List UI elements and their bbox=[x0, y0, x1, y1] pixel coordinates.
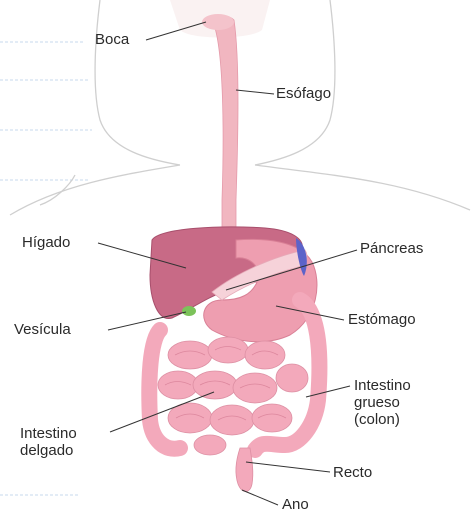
label-intestino-delgado: Intestino delgado bbox=[20, 425, 77, 459]
label-estomago: Estómago bbox=[348, 311, 416, 328]
leader-vesicula bbox=[108, 312, 186, 330]
gallbladder bbox=[182, 306, 196, 316]
label-recto: Recto bbox=[333, 464, 372, 481]
label-higado: Hígado bbox=[22, 234, 70, 251]
rectum bbox=[236, 448, 253, 492]
label-boca: Boca bbox=[95, 31, 129, 48]
label-pancreas: Páncreas bbox=[360, 240, 423, 257]
mouth-area bbox=[202, 14, 234, 30]
leader-ano bbox=[242, 490, 278, 505]
leader-recto bbox=[246, 462, 330, 472]
label-ano: Ano bbox=[282, 496, 309, 513]
label-esofago: Esófago bbox=[276, 85, 331, 102]
label-vesicula: Vesícula bbox=[14, 321, 71, 338]
label-intestino-grueso: Intestino grueso (colon) bbox=[354, 377, 411, 428]
leader-esofago bbox=[236, 90, 274, 94]
esophagus bbox=[207, 15, 238, 240]
